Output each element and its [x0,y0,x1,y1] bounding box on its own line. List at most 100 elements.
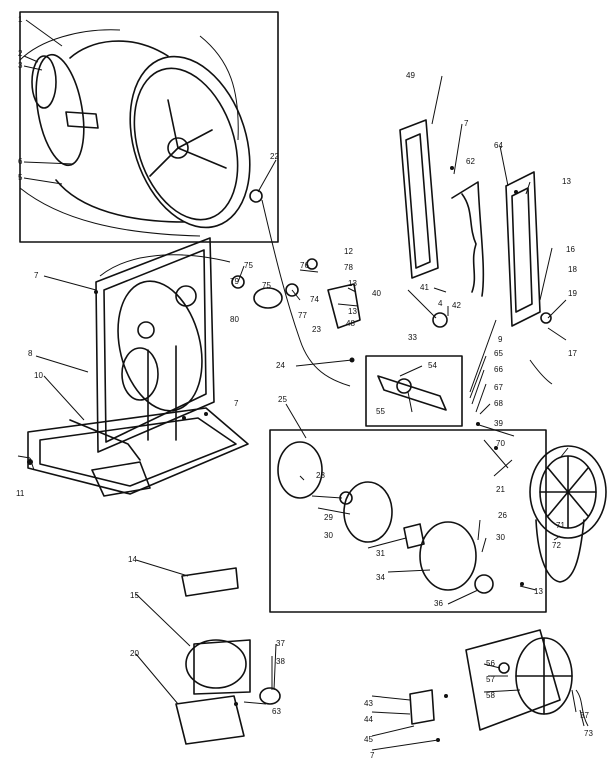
label-24: 24 [276,361,285,370]
label-7d: 7 [234,399,239,408]
base-bracket [69,419,141,461]
blower-kit [269,429,547,613]
label-30a: 30 [324,531,333,540]
label-7a: 7 [34,271,39,280]
part-54-shaft [377,375,447,411]
label-20: 20 [130,649,139,658]
wire-1 [199,35,239,141]
base-plate-inner [39,417,237,487]
label-75b: 75 [262,281,271,290]
label-1: 1 [18,15,23,24]
label-13a: 13 [348,279,357,288]
label-13b2: 13 [348,307,357,316]
part-15-motor [185,639,247,689]
label-9: 9 [498,335,503,344]
leader-lines [17,19,585,751]
label-58: 58 [486,691,495,700]
wiring [99,35,553,387]
label-8: 8 [28,349,33,358]
wire-2 [261,199,351,387]
label-36: 36 [434,599,443,608]
part-37-pulley [259,687,281,705]
wire-3 [99,254,231,277]
drum-spider-arms [149,99,227,177]
label-23: 23 [312,325,321,334]
label-73b: 73 [584,729,593,738]
label-41: 41 [420,283,429,292]
label-65: 65 [494,349,503,358]
label-56: 56 [486,659,495,668]
label-78: 78 [344,263,353,272]
part-56 [498,662,510,674]
idler-assembly [365,355,463,427]
label-63: 63 [272,707,281,716]
part-15-motor-body [193,639,251,695]
part-55-pulley [396,378,412,394]
part-28-wheel [277,441,323,499]
label-22: 22 [270,152,279,161]
label-57b: 57 [580,711,589,720]
part-30-disc [343,481,393,543]
label-5: 5 [18,173,23,182]
label-13b: 13 [562,177,571,186]
cabinet-frame [27,237,249,497]
label-57a: 57 [486,675,495,684]
label-7b: 7 [464,119,469,128]
part-40 [432,312,448,328]
base-plate [27,407,249,495]
label-43: 43 [364,699,373,708]
label-42: 42 [452,301,461,310]
drum-top-edge [69,40,169,59]
part-71-pulley [529,445,607,539]
label-21: 21 [496,485,505,494]
label-28: 28 [316,471,325,480]
part-62-coil [451,181,485,297]
rear-panel-inner [103,249,207,443]
label-62: 62 [466,157,475,166]
label-75a: 75 [244,261,253,270]
part-49-shield [399,119,439,279]
label-7c: 7 [370,751,375,760]
part-13-bracket [327,283,361,329]
part-36 [474,574,494,594]
drum-inner-rim [133,67,239,221]
hardware-dots [27,166,524,742]
label-26: 26 [498,511,507,520]
blower-kit-frame [269,429,547,613]
label-44: 44 [364,715,373,724]
part-12 [306,258,318,270]
part-64-shield [505,171,541,327]
label-31: 31 [376,549,385,558]
label-6: 6 [18,157,23,166]
drum-assembly [19,11,279,243]
rear-panel-hole-2 [137,321,155,339]
part-58-spokes [515,637,573,715]
part-62-coil-2 [461,193,477,293]
label-33: 33 [408,333,417,342]
label-13c: 13 [534,587,543,596]
label-30b: 30 [496,533,505,542]
part-22-bearing [249,189,263,203]
label-67: 67 [494,383,503,392]
idler-box [365,355,463,427]
label-2: 2 [18,49,23,58]
part-44-plate [409,689,435,725]
label-38: 38 [276,657,285,666]
heater-assembly [399,119,552,327]
part-75 [231,275,245,289]
label-3: 3 [18,61,23,70]
part-80-thermostat [253,287,283,309]
motor-group [175,567,281,745]
part-64-shield-inner [511,187,533,313]
rear-panel [95,237,215,453]
label-71: 71 [556,521,565,530]
part-72-belt [535,519,585,583]
drum-seal-2 [19,187,201,237]
part-74 [285,283,299,297]
label-48: 48 [346,319,355,328]
part-14-clamp [181,567,239,597]
label-66: 66 [494,365,503,374]
label-49: 49 [406,71,415,80]
